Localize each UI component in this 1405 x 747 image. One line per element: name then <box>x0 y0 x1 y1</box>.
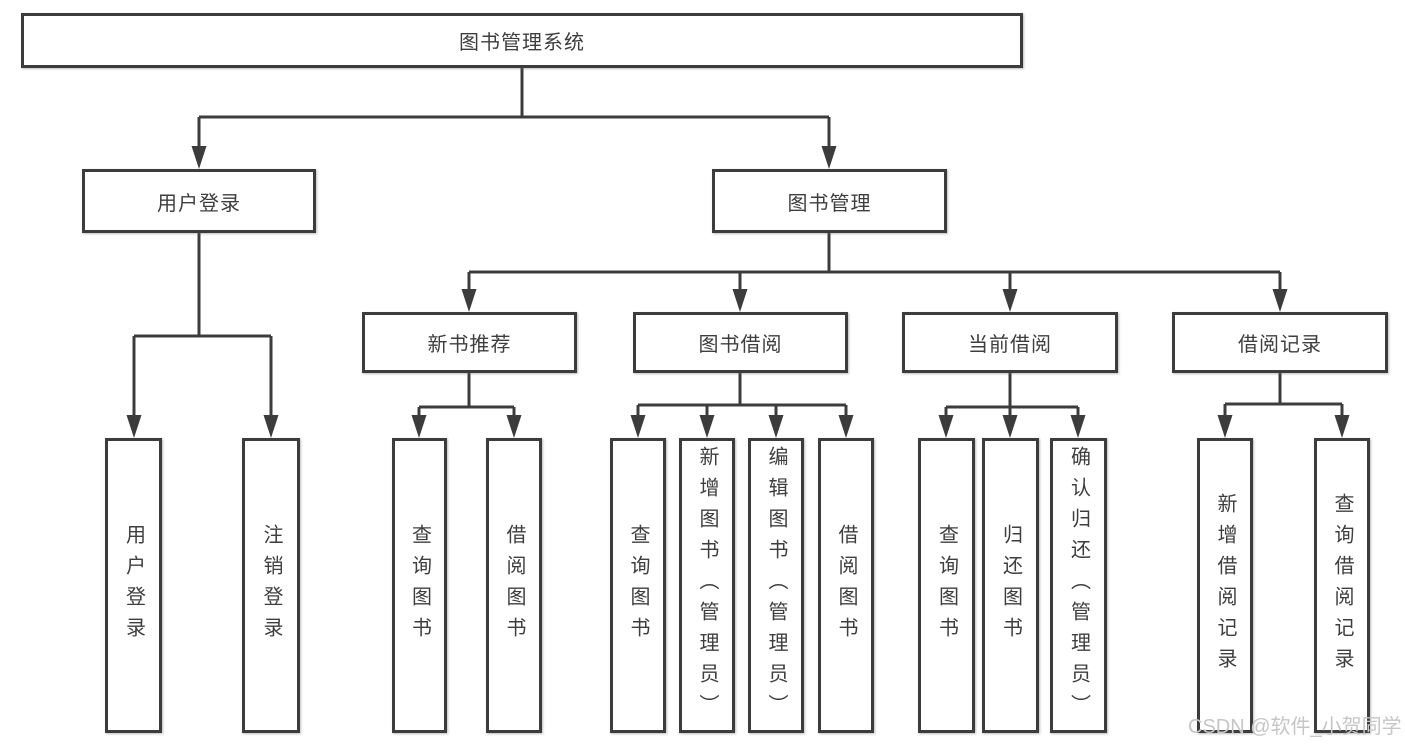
connector-lines <box>132 68 1344 416</box>
node-library-management-system: 图书管理系统 <box>21 13 1023 68</box>
leaf-return-books-label: 归还图书 <box>999 523 1022 648</box>
node-user-login: 用户登录 <box>82 169 316 233</box>
leaf-query-borrow-record-label: 查询借阅记录 <box>1331 492 1353 679</box>
csdn-watermark: CSDN @软件_小贺同学 <box>1188 716 1402 738</box>
leaf-confirm-return-admin: 确认归还（管理员） <box>1050 438 1107 733</box>
leaf-query-books-recommend: 查询图书 <box>392 438 447 733</box>
connector-arrowheads <box>126 146 1350 438</box>
node-book-borrowing: 图书借阅 <box>633 312 848 373</box>
leaf-add-book-admin: 新增图书（管理员） <box>679 438 735 733</box>
node-borrow-records: 借阅记录 <box>1172 312 1388 373</box>
node-current-borrowing: 当前借阅 <box>902 312 1118 373</box>
leaf-logout-login-label: 注销登录 <box>260 523 282 648</box>
leaf-borrow-books-label: 借阅图书 <box>835 523 857 648</box>
leaf-borrow-books-recommend-label: 借阅图书 <box>503 523 525 648</box>
node-book-management: 图书管理 <box>712 169 947 233</box>
leaf-return-books: 归还图书 <box>982 438 1039 733</box>
leaf-add-borrow-record-label: 新增借阅记录 <box>1214 492 1236 679</box>
leaf-query-books-borrow: 查询图书 <box>610 438 666 733</box>
leaf-query-borrow-record: 查询借阅记录 <box>1314 438 1370 733</box>
leaf-query-books-borrow-label: 查询图书 <box>627 523 649 648</box>
leaf-query-books-current-label: 查询图书 <box>935 523 958 648</box>
leaf-edit-book-admin: 编辑图书（管理员） <box>748 438 804 733</box>
leaf-borrow-books-recommend: 借阅图书 <box>486 438 542 733</box>
node-new-book-recommend: 新书推荐 <box>362 312 577 373</box>
leaf-user-login: 用户登录 <box>105 438 162 733</box>
leaf-add-book-admin-label: 新增图书（管理员） <box>696 446 718 725</box>
leaf-logout-login: 注销登录 <box>242 438 300 733</box>
leaf-edit-book-admin-label: 编辑图书（管理员） <box>765 446 787 725</box>
leaf-user-login-label: 用户登录 <box>122 523 145 648</box>
leaf-add-borrow-record: 新增借阅记录 <box>1197 438 1253 733</box>
leaf-query-books-recommend-label: 查询图书 <box>408 523 431 648</box>
leaf-confirm-return-admin-label: 确认归还（管理员） <box>1067 446 1090 725</box>
leaf-borrow-books: 借阅图书 <box>818 438 874 733</box>
leaf-query-books-current: 查询图书 <box>918 438 975 733</box>
